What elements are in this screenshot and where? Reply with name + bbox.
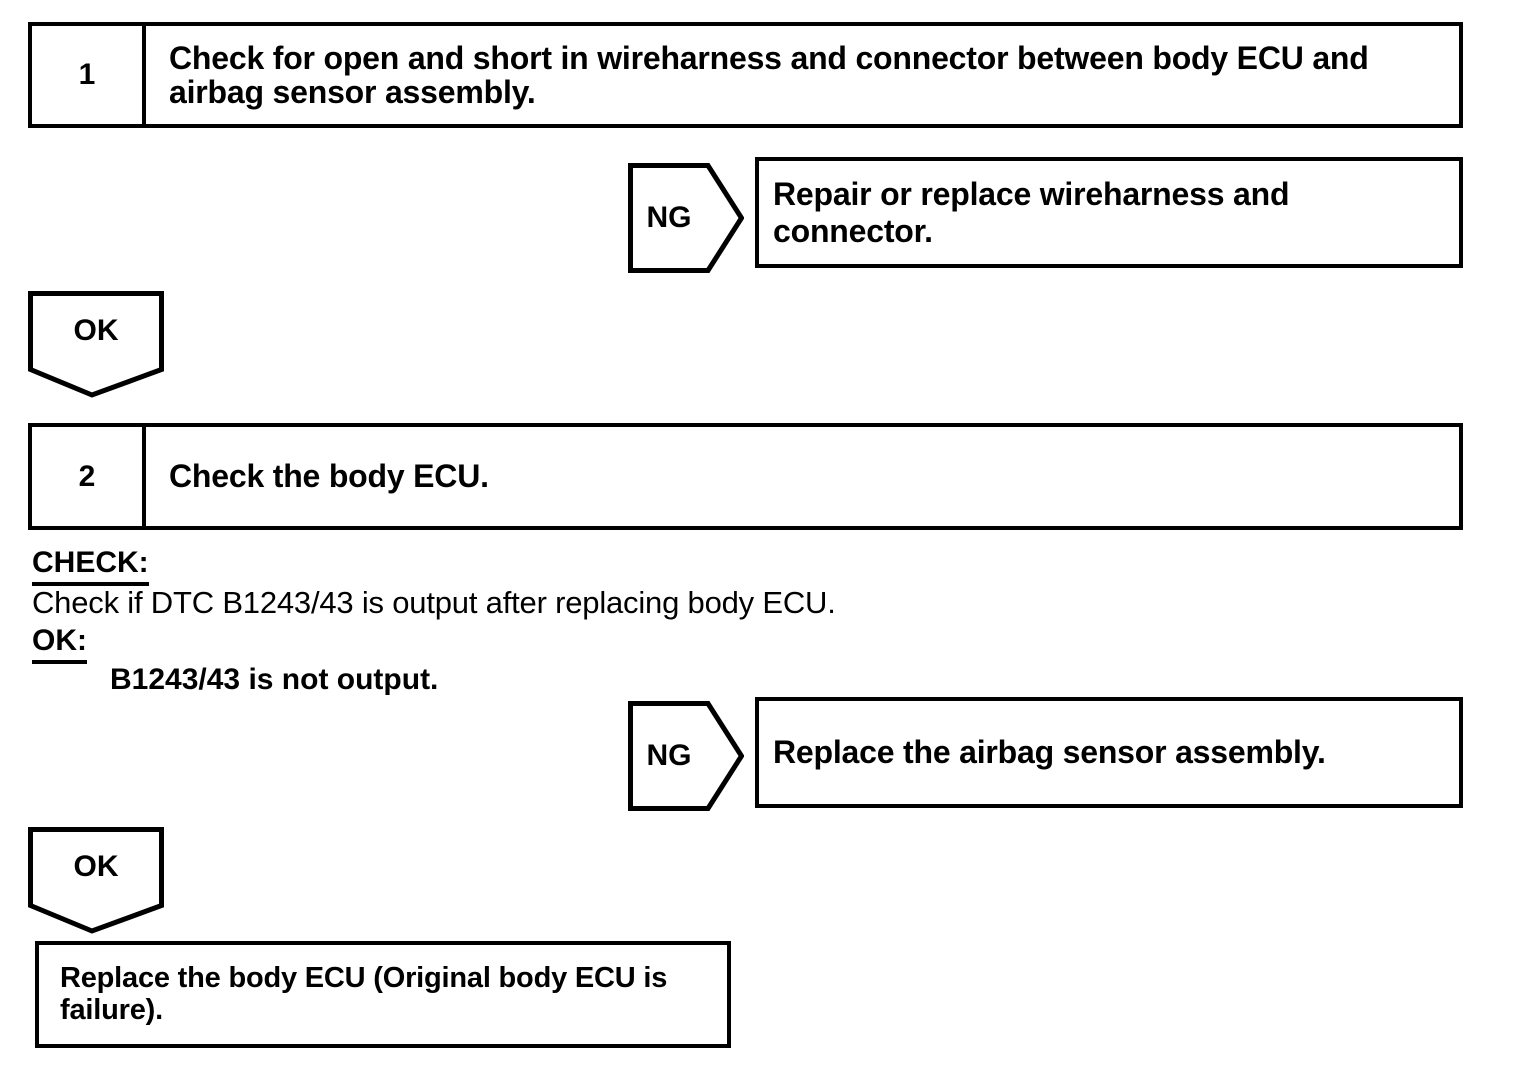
check-instruction-text: Check if DTC B1243/43 is output after re… bbox=[32, 585, 836, 620]
ng-branch-label: NG bbox=[646, 201, 692, 234]
step-1-title: Check for open and short in wireharness … bbox=[169, 39, 1369, 110]
step-2-number: 2 bbox=[32, 427, 146, 526]
step-2-title: Check the body ECU. bbox=[169, 458, 489, 495]
final-action-text: Replace the body ECU (Original body ECU … bbox=[60, 962, 668, 1026]
final-action-box: Replace the body ECU (Original body ECU … bbox=[35, 941, 731, 1048]
ng-1-action-box: Repair or replace wireharness and connec… bbox=[755, 157, 1463, 268]
ng-pentagon-icon: NG bbox=[628, 701, 744, 811]
ng-branch-label: NG bbox=[646, 739, 692, 772]
ok-pentagon-icon: OK bbox=[28, 827, 164, 934]
ng-pentagon-icon: NG bbox=[628, 163, 744, 273]
ok-connector-label: OK bbox=[73, 314, 119, 347]
ok-connector-label: OK bbox=[73, 850, 119, 883]
step-1-box: 1 Check for open and short in wireharnes… bbox=[28, 22, 1463, 128]
check-label: CHECK: bbox=[32, 546, 149, 586]
ok-criteria-result: B1243/43 is not output. bbox=[110, 663, 439, 696]
step-2-box: 2 Check the body ECU. bbox=[28, 423, 1463, 530]
ok-pentagon-icon: OK bbox=[28, 291, 164, 398]
ng-1-action-text: Repair or replace wireharness and connec… bbox=[773, 175, 1290, 249]
step-1-number: 1 bbox=[32, 26, 146, 124]
ok-criteria-label: OK: bbox=[32, 624, 87, 664]
ng-2-action-text: Replace the airbag sensor assembly. bbox=[773, 734, 1326, 770]
ng-2-action-box: Replace the airbag sensor assembly. bbox=[755, 697, 1463, 808]
